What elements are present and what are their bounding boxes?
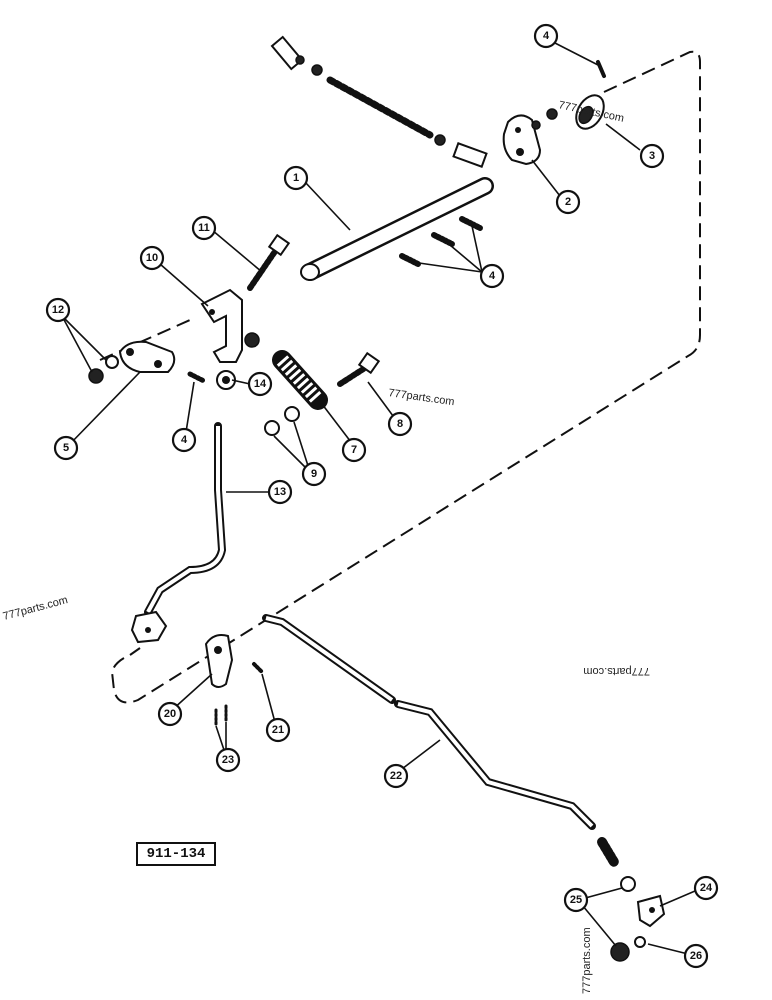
callout-8: 8: [387, 411, 413, 437]
part-9-nuts: [264, 406, 300, 436]
figure-number: 911-134: [147, 846, 206, 862]
svg-text:23: 23: [222, 754, 234, 766]
callout-26: 26: [683, 943, 709, 969]
part-14-nuts: [216, 332, 260, 390]
top-linkage-rod: [270, 35, 488, 168]
svg-text:1: 1: [293, 172, 299, 184]
svg-text:5: 5: [63, 442, 69, 454]
callout-7: 7: [341, 437, 367, 463]
callout-25: 25: [563, 887, 589, 913]
part-12-nuts: [88, 355, 119, 384]
svg-text:7: 7: [351, 444, 357, 456]
part-26-washer: [634, 936, 646, 948]
part-25-nuts: [610, 876, 636, 962]
callout-4-shaft: 4: [479, 263, 505, 289]
svg-text:8: 8: [397, 418, 403, 430]
figure-number-box: 911-134: [136, 842, 216, 866]
svg-text:4: 4: [543, 30, 550, 42]
callout-4-top: 4: [533, 23, 559, 49]
callout-1: 1: [283, 165, 309, 191]
svg-text:3: 3: [649, 150, 655, 162]
svg-text:21: 21: [272, 724, 284, 736]
watermark-upside-down: 777parts.com: [583, 665, 650, 677]
callout-20: 20: [157, 701, 183, 727]
part-7-spring: [272, 350, 328, 410]
watermark-left: 777parts.com: [2, 594, 69, 623]
callout-12: 12: [45, 297, 71, 323]
callout-21: 21: [265, 717, 291, 743]
part-11-bolt: [247, 233, 291, 291]
svg-text:25: 25: [570, 894, 582, 906]
part-23-pins: [214, 704, 228, 728]
svg-text:9: 9: [311, 468, 317, 480]
dashed-guide-lower: [129, 647, 141, 656]
part-24-clevis: [636, 894, 666, 928]
callout-3: 3: [639, 143, 665, 169]
leader-lines: [61, 41, 703, 957]
dashed-guide-left: [99, 319, 191, 361]
part-1-shaft: [300, 177, 494, 281]
callout-10: 10: [139, 245, 165, 271]
svg-text:11: 11: [198, 222, 210, 234]
part-2-lever: [502, 108, 558, 166]
part-4-pin-top: [596, 60, 606, 78]
callout-5: 5: [53, 435, 79, 461]
svg-text:10: 10: [146, 252, 158, 264]
part-10-bracket: [200, 288, 243, 363]
svg-text:20: 20: [164, 708, 176, 720]
assembly-dashed-outline: [110, 50, 701, 704]
lower-threaded-end: [597, 837, 619, 867]
svg-text:14: 14: [254, 378, 267, 390]
part-5-arm: [118, 340, 176, 373]
callout-4-left: 4: [171, 427, 197, 453]
svg-text:24: 24: [700, 882, 713, 894]
watermark-bottom-vertical: 777parts.com: [581, 927, 593, 994]
callout-22: 22: [383, 763, 409, 789]
part-3-clevis: [575, 94, 605, 130]
callout-11: 11: [191, 215, 217, 241]
watermark-center: 777parts.com: [388, 387, 456, 408]
callout-24: 24: [693, 875, 719, 901]
part-22-rod: [262, 614, 596, 830]
svg-text:4: 4: [181, 434, 188, 446]
part-8-bolt: [337, 351, 381, 387]
svg-text:12: 12: [52, 304, 64, 316]
part-13-rod: [130, 422, 227, 644]
callout-23: 23: [215, 747, 241, 773]
callout-2: 2: [555, 189, 581, 215]
callout-9: 9: [301, 461, 327, 487]
part-20-lever: [204, 634, 234, 688]
part-21-pin: [252, 662, 264, 674]
svg-text:22: 22: [390, 770, 402, 782]
callout-14: 14: [247, 371, 273, 397]
svg-text:4: 4: [489, 270, 496, 282]
callout-13: 13: [267, 479, 293, 505]
svg-text:13: 13: [274, 486, 286, 498]
part-4-pin-left: [187, 371, 207, 384]
svg-text:2: 2: [565, 196, 571, 208]
svg-text:26: 26: [690, 950, 702, 962]
